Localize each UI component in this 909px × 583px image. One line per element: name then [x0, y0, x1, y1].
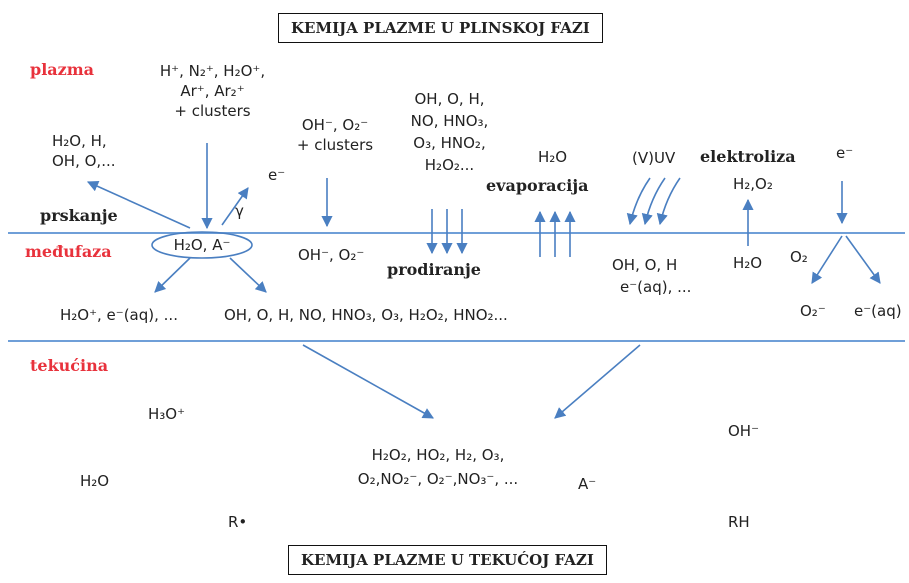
process-uv: (V)UV: [632, 149, 676, 167]
electrolysis-products: H₂,O₂: [733, 175, 773, 193]
neutrals-line1: OH, O, H,: [414, 90, 485, 108]
arrow-to-liquid-right: [554, 344, 641, 419]
liquid-h2o: H₂O: [80, 472, 110, 490]
arrow-sputter-left: [86, 181, 191, 229]
liquid-center-line2: O₂,NO₂⁻, O₂⁻,NO₃⁻, ...: [357, 470, 519, 488]
solvated-electron: e⁻(aq): [854, 302, 902, 320]
liquid-phase-title: KEMIJA PLAZME U TEKUĆOJ FAZI: [288, 545, 607, 575]
interface-left-products: H₂O⁺, e⁻(aq), ...: [60, 306, 178, 324]
sputter-products-line1: H₂O, H,: [52, 132, 107, 150]
arrow-to-eaq: [845, 235, 881, 284]
water-vapor: H₂O: [538, 148, 568, 166]
region-label-interface: međufaza: [25, 242, 112, 261]
region-label-plasma: plazma: [30, 60, 95, 79]
liquid-h3o: H₃O⁺: [148, 405, 186, 423]
process-electrolysis: elektroliza: [700, 147, 796, 166]
liquid-rh: RH: [728, 513, 750, 531]
process-sputtering: prskanje: [40, 206, 118, 225]
sputter-products-line2: OH, O,...: [52, 152, 116, 170]
arrow-to-superoxide: [811, 235, 843, 284]
process-gamma: γ: [235, 202, 244, 220]
plasma-ions-line1: H⁺, N₂⁺, H₂O⁺,: [159, 62, 266, 80]
superoxide: O₂⁻: [800, 302, 826, 320]
process-penetration: prodiranje: [387, 260, 481, 279]
arrow-uv-3: [656, 177, 681, 226]
region-label-liquid: tekućina: [30, 356, 109, 375]
arrow-uv-1: [626, 177, 651, 226]
arrow-interface-right: [229, 257, 267, 293]
arrow-interface-left: [154, 257, 191, 293]
liquid-anion: A⁻: [578, 475, 597, 493]
neutrals-line4: H₂O₂...: [424, 156, 475, 174]
liquid-oh: OH⁻: [728, 422, 760, 440]
anions-line2: + clusters: [296, 136, 374, 154]
electron-in: e⁻: [836, 144, 854, 162]
liquid-radical: R•: [228, 513, 248, 531]
interface-uv-products-line2: e⁻(aq), ...: [620, 278, 692, 296]
arrow-electron-up: [221, 187, 249, 226]
interface-ellipse: [151, 231, 253, 259]
arrow-to-liquid-left: [302, 344, 434, 419]
interface-anions: OH⁻, O₂⁻: [298, 246, 365, 264]
interface-o2: O₂: [790, 248, 808, 266]
electron-out: e⁻: [268, 166, 286, 184]
plasma-ions-line2: Ar⁺, Ar₂⁺: [180, 82, 245, 100]
process-evaporation: evaporacija: [486, 176, 589, 195]
gas-phase-title: KEMIJA PLAZME U PLINSKOJ FAZI: [278, 13, 603, 43]
interface-core: H₂O, A⁻: [173, 236, 231, 254]
interface-mid-products: OH, O, H, NO, HNO₃, O₃, H₂O₂, HNO₂...: [224, 306, 508, 324]
anions-line1: OH⁻, O₂⁻: [301, 116, 369, 134]
neutrals-line2: NO, HNO₃,: [410, 112, 489, 130]
arrow-uv-2: [641, 177, 666, 226]
interface-water: H₂O: [733, 254, 763, 272]
neutrals-line3: O₃, HNO₂,: [413, 134, 486, 152]
interface-uv-products-line1: OH, O, H: [612, 256, 678, 274]
liquid-center-line1: H₂O₂, HO₂, H₂, O₃,: [371, 446, 505, 464]
plasma-ions-line3: + clusters: [174, 102, 251, 120]
